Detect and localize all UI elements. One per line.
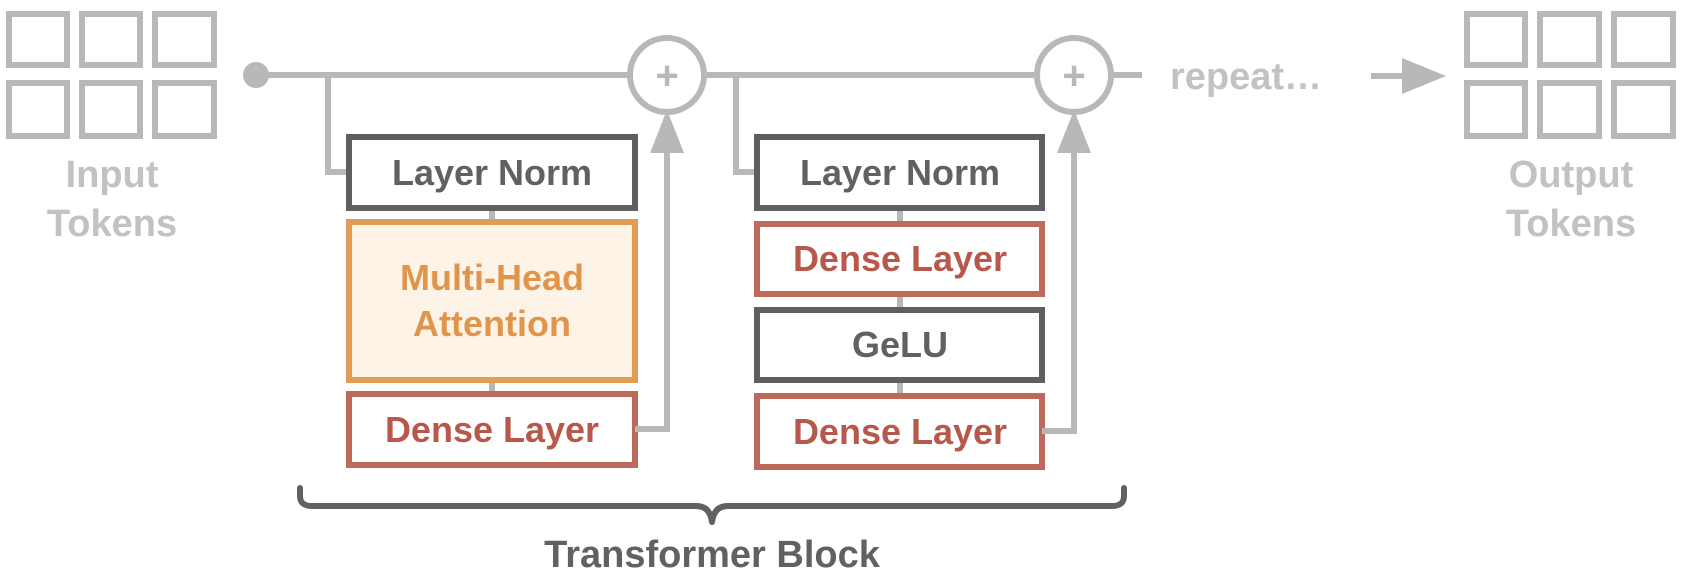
- mlp-dense-layer-bottom-label: Dense Layer: [793, 411, 1007, 452]
- repeat-label: repeat…: [1170, 56, 1322, 98]
- mlp-sub-block: Layer Norm Dense Layer GeLU Dense Layer: [733, 75, 1091, 470]
- plus-icon: +: [655, 54, 678, 98]
- output-token-cell: [1611, 80, 1676, 139]
- output-arrow-head: [1402, 58, 1446, 94]
- input-token-cell: [152, 80, 217, 139]
- gelu-label: GeLU: [852, 324, 948, 365]
- input-token-cell: [79, 80, 143, 139]
- input-token-cell: [6, 11, 70, 68]
- attention-layer-norm-label: Layer Norm: [392, 152, 592, 193]
- input-token-cell: [152, 11, 217, 68]
- mlp-return-line: [1042, 150, 1077, 434]
- attention-dense-layer-box: [346, 391, 638, 468]
- output-token-cell: [1464, 11, 1528, 68]
- add-node-circle: [1034, 35, 1114, 115]
- input-tokens-label-line2: Tokens: [47, 203, 177, 245]
- input-tokens-label-line1: Input: [66, 154, 159, 196]
- mlp-layer-norm-label: Layer Norm: [800, 152, 1000, 193]
- mlp-return-arrowhead: [1057, 110, 1091, 153]
- input-token-grid: [6, 11, 217, 139]
- output-token-cell: [1464, 80, 1528, 139]
- output-token-grid: [1464, 11, 1676, 139]
- mlp-layer-norm-box: [754, 134, 1045, 211]
- mlp-dense-layer-top-label: Dense Layer: [793, 238, 1007, 279]
- attention-layer-norm-box: [346, 134, 638, 211]
- output-token-cell: [1611, 11, 1676, 68]
- transformer-block-label: Transformer Block: [544, 534, 881, 574]
- plus-icon: +: [1062, 54, 1085, 98]
- gelu-box: [754, 307, 1045, 383]
- attention-dense-layer-label: Dense Layer: [385, 409, 599, 450]
- residual-add-node-2: +: [1034, 35, 1114, 115]
- residual-add-node-1: +: [627, 35, 707, 115]
- input-token-cell: [6, 80, 70, 139]
- add-node-circle: [627, 35, 707, 115]
- multi-head-attention-box: [346, 219, 638, 383]
- output-token-cell: [1537, 80, 1602, 139]
- attention-return-arrowhead: [650, 110, 684, 153]
- output-token-cell: [1537, 11, 1602, 68]
- multi-head-attention-label-line2: Attention: [413, 303, 571, 344]
- residual-stream: [243, 62, 1142, 88]
- output-arrow: [1371, 58, 1446, 94]
- mlp-branch-line: [733, 75, 757, 175]
- attention-branch-line: [325, 75, 349, 175]
- mlp-dense-layer-top-box: [754, 221, 1045, 297]
- output-tokens-label-line1: Output: [1509, 154, 1634, 196]
- output-tokens-label-line2: Tokens: [1506, 203, 1636, 245]
- attention-return-line: [635, 150, 670, 432]
- multi-head-attention-label-line1: Multi-Head: [400, 257, 584, 298]
- attention-sub-block: Layer Norm Multi-Head Attention Dense La…: [325, 75, 684, 468]
- input-token-cell: [79, 11, 143, 68]
- transformer-block-brace: [297, 485, 1127, 525]
